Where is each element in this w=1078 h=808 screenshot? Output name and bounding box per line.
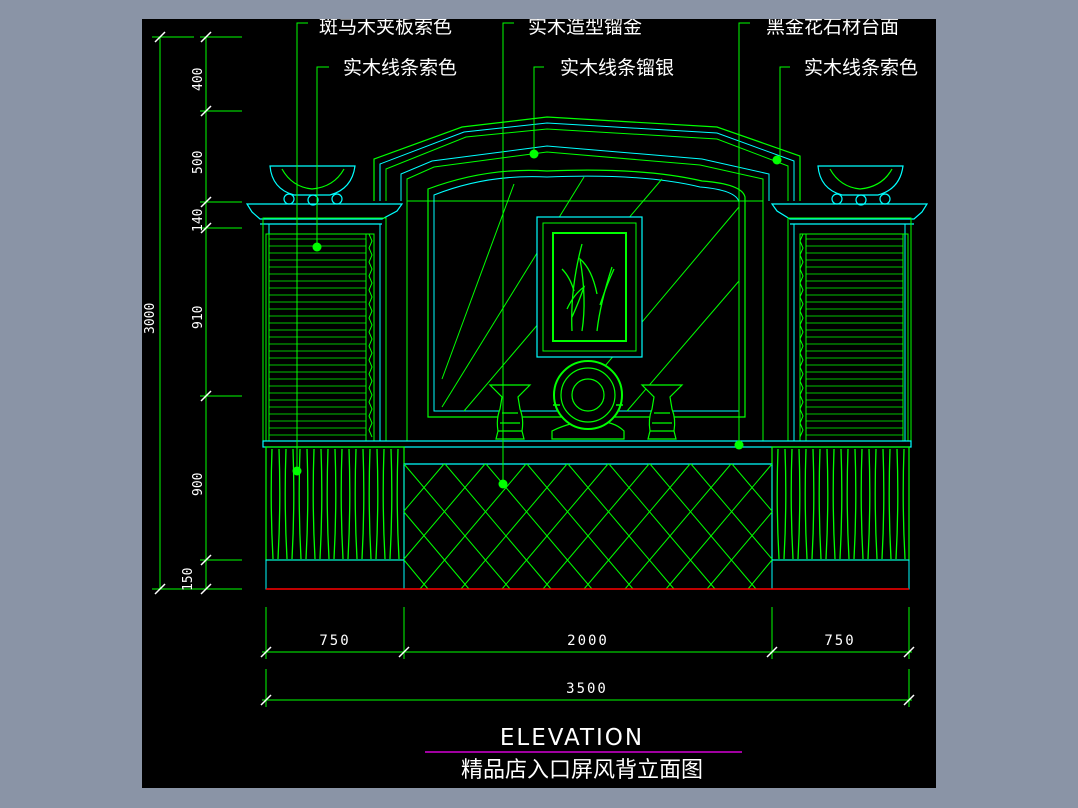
annotation-solid-wood-molding-silvered: 实木线条镏银	[560, 57, 674, 79]
center-base-diamond-panel	[403, 463, 773, 590]
right-bowl	[817, 165, 904, 206]
horizontal-dimension-chain	[262, 607, 912, 707]
dim-150: 150	[181, 568, 196, 591]
horizontal-dim-ticks	[260, 646, 915, 706]
left-column-panel	[262, 217, 387, 442]
leader-dots	[292, 149, 782, 489]
elevation-drawing: 3000 400 500 140 910 900 150	[143, 19, 929, 783]
dim-400: 400	[191, 68, 206, 91]
dim-900: 900	[191, 473, 206, 496]
title-elevation: ELEVATION	[500, 725, 644, 751]
annotation-black-marble-top: 黑金花石材台面	[766, 19, 899, 38]
decorative-plate	[551, 360, 625, 440]
annotation-solid-wood-gilded: 实木造型镏金	[528, 19, 642, 38]
cad-canvas: 3000 400 500 140 910 900 150	[142, 19, 936, 788]
dim-total-height: 3000	[143, 303, 158, 334]
annotation-zebrawood-veneer: 斑马木夹板索色	[319, 19, 452, 38]
left-base-cabinet	[265, 446, 405, 590]
title-chinese: 精品店入口屏风背立面图	[461, 758, 703, 783]
framed-artwork	[536, 216, 643, 358]
dim-left-750: 750	[319, 633, 350, 649]
arch-crown	[373, 116, 801, 201]
right-column-panel	[787, 217, 912, 442]
dim-500: 500	[191, 151, 206, 174]
dim-910: 910	[191, 306, 206, 329]
annotation-solid-wood-molding-stain-right: 实木线条索色	[804, 57, 918, 79]
dim-right-750: 750	[824, 633, 855, 649]
vertical-dim-ticks	[154, 31, 212, 595]
right-base-cabinet	[771, 446, 910, 590]
annotation-solid-wood-molding-stain-left: 实木线条索色	[343, 57, 457, 79]
left-vase	[488, 384, 532, 440]
dim-140: 140	[191, 209, 206, 232]
dim-total-3500: 3500	[566, 681, 608, 697]
left-bowl	[269, 165, 356, 206]
leader-lines	[296, 22, 790, 484]
dim-center-2000: 2000	[567, 633, 609, 649]
right-cornice	[770, 203, 929, 225]
left-cornice	[245, 203, 404, 225]
right-vase	[640, 384, 684, 440]
